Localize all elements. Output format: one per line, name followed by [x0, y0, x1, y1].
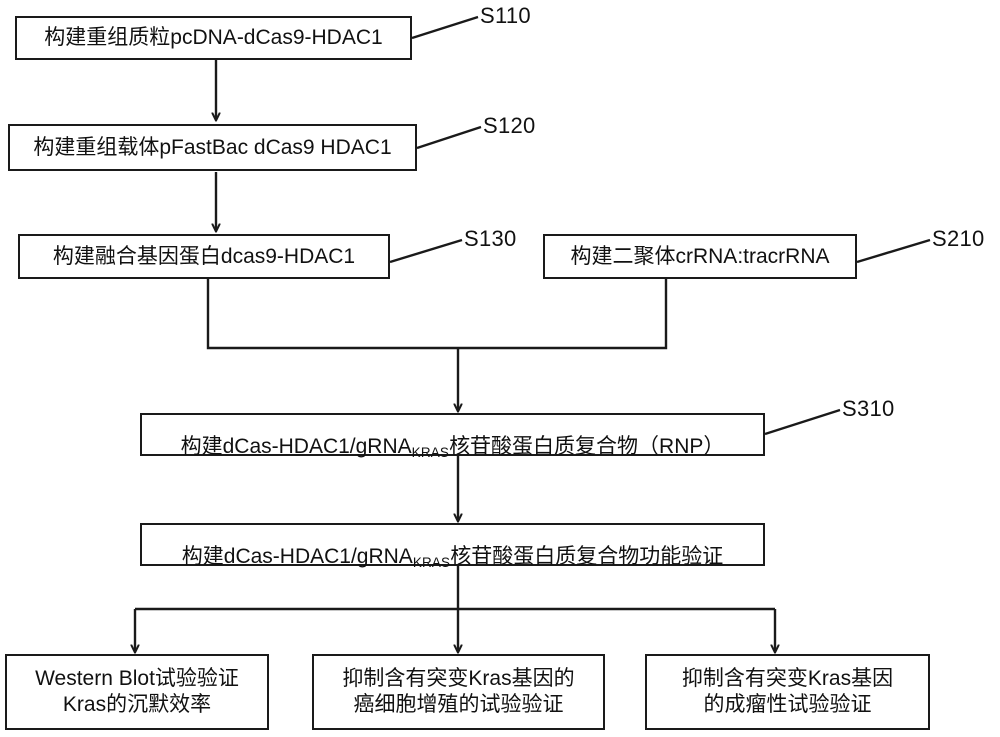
leader-line-s110: [411, 15, 479, 40]
node-s120[interactable]: 构建重组载体pFastBac dCas9 HDAC1: [8, 124, 417, 171]
node-result-cell-proliferation[interactable]: 抑制含有突变Kras基因的 癌细胞增殖的试验验证: [312, 654, 605, 730]
node-result-western-blot-label: Western Blot试验验证 Kras的沉默效率: [35, 667, 239, 716]
node-s110-label: 构建重组质粒pcDNA-dCas9-HDAC1: [44, 26, 383, 50]
node-s130-label: 构建融合基因蛋白dcas9-HDAC1: [52, 244, 356, 268]
leader-line-s310: [764, 408, 841, 436]
step-label-s310: S310: [842, 396, 895, 421]
step-label-s120: S120: [483, 113, 536, 138]
node-result-tumorigenicity[interactable]: 抑制含有突变Kras基因 的成瘤性试验验证: [645, 654, 930, 730]
node-s320-prefix: 构建dCas-HDAC1/gRNA: [181, 544, 413, 568]
leader-line-s130: [389, 238, 463, 264]
step-label-s210: S210: [932, 226, 985, 251]
node-s130[interactable]: 构建融合基因蛋白dcas9-HDAC1: [18, 234, 390, 279]
node-s110[interactable]: 构建重组质粒pcDNA-dCas9-HDAC1: [15, 16, 412, 60]
node-s210-label: 构建二聚体crRNA:tracrRNA: [570, 244, 830, 268]
node-s320-suffix: 核苷酸蛋白质复合物功能验证: [450, 544, 724, 568]
node-s320[interactable]: 构建dCas-HDAC1/gRNAKRAS核苷酸蛋白质复合物功能验证: [140, 523, 765, 570]
node-s320-subscript: KRAS: [412, 554, 451, 570]
node-result-western-blot[interactable]: Western Blot试验验证 Kras的沉默效率: [5, 654, 269, 730]
connector-s130-to-merge: [206, 279, 458, 350]
step-label-s110: S110: [480, 3, 531, 28]
leader-line-s120: [416, 125, 482, 150]
node-result-tumorigenicity-label: 抑制含有突变Kras基因 的成瘤性试验验证: [681, 667, 894, 716]
node-result-cell-proliferation-label: 抑制含有突变Kras基因的 癌细胞增殖的试验验证: [342, 667, 575, 716]
node-s210[interactable]: 构建二聚体crRNA:tracrRNA: [543, 234, 857, 279]
node-s120-label: 构建重组载体pFastBac dCas9 HDAC1: [33, 135, 392, 159]
leader-line-s210: [856, 238, 931, 264]
node-s310-suffix: 核苷酸蛋白质复合物（RNP）: [449, 434, 725, 458]
connector-s210-to-merge: [458, 279, 668, 350]
node-s310[interactable]: 构建dCas-HDAC1/gRNAKRAS核苷酸蛋白质复合物（RNP）: [140, 413, 765, 460]
node-s310-subscript: KRAS: [411, 444, 450, 460]
step-label-s130: S130: [464, 226, 517, 251]
node-s310-prefix: 构建dCas-HDAC1/gRNA: [180, 434, 412, 458]
